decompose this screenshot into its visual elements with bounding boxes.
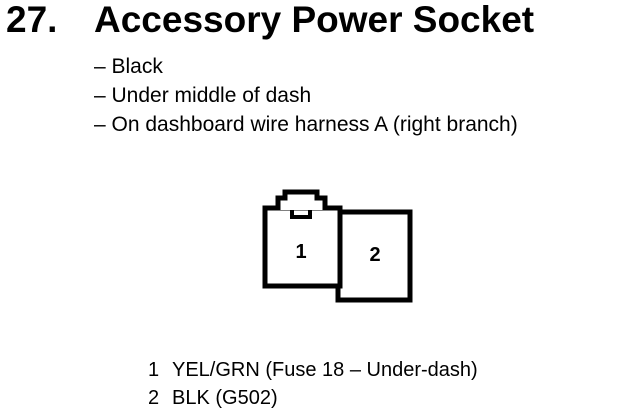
locking-tab [275,189,328,210]
legend-pin-number: 2 [148,387,160,409]
legend-row: 1 YEL/GRN (Fuse 18 – Under-dash) [148,356,478,384]
section-heading: 27. Accessory Power Socket [6,0,534,42]
connector-notes: – Black – Under middle of dash – On dash… [94,52,518,139]
legend-wire: BLK (G502) [172,387,278,409]
note-color: – Black [94,55,163,78]
note-harness: – On dashboard wire harness A (right bra… [94,113,518,136]
locking-tab-notch [290,210,312,219]
legend-wire: YEL/GRN (Fuse 18 – Under-dash) [172,359,478,381]
pin-label-1: 1 [295,241,306,263]
pin-legend: 1 YEL/GRN (Fuse 18 – Under-dash) 2 BLK (G5… [148,356,478,412]
connector-cavity-1 [262,205,343,289]
legend-row: 2 BLK (G502) [148,384,478,412]
connector-cavity-2 [335,209,413,303]
section-number: 27. [6,0,58,40]
legend-pin-number: 1 [148,359,160,381]
section-title: Accessory Power Socket [94,0,535,40]
pin-label-2: 2 [369,244,380,266]
note-location: – Under middle of dash [94,84,312,107]
